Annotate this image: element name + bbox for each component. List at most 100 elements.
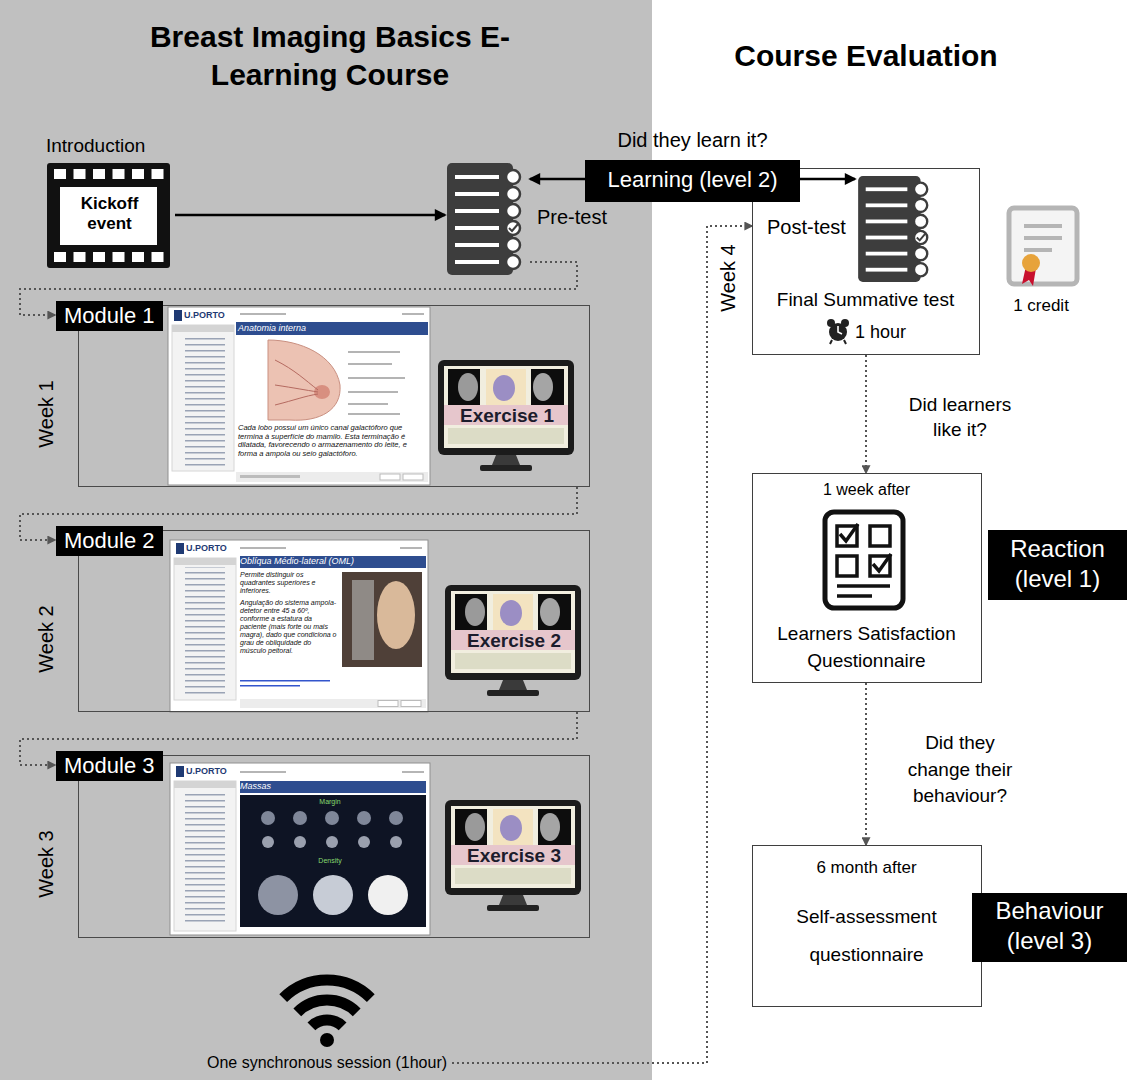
node-text: 1 week after: [753, 480, 980, 499]
node-text: 6 month after: [753, 858, 980, 878]
panel-title: Breast Imaging Basics E-Learning Course: [126, 18, 534, 93]
screen-title: Massas: [240, 781, 426, 792]
module-screenshot: [170, 763, 430, 935]
level-text: Reaction (level 1): [992, 534, 1123, 594]
exercise-monitor-icon: [445, 800, 581, 911]
text-slot: Pre-test: [537, 205, 607, 229]
text-slot: Angulação do sistema ampola-detetor entr…: [240, 599, 338, 655]
arrow-connector: [530, 178, 585, 181]
module-screenshot: [168, 307, 430, 485]
film-icon: [93, 252, 105, 262]
text-slot: 1 week after: [753, 480, 980, 499]
film-icon: [93, 169, 105, 179]
clock-icon: [830, 340, 846, 344]
film-icon: [132, 169, 144, 179]
arrow-connector: [175, 214, 445, 217]
module-screenshot: [176, 543, 184, 554]
level-badge: Reaction (level 1): [988, 530, 1127, 600]
level-text: Behaviour (level 3): [976, 896, 1123, 956]
credit-label: 1 credit: [995, 296, 1087, 316]
text-slot: Module 1: [56, 301, 163, 331]
wifi-icon: [311, 1020, 342, 1026]
level-text: Learning (level 2): [585, 163, 800, 197]
certificate-icon: [1024, 248, 1052, 252]
clock-icon: [827, 319, 849, 344]
text-slot: Week 1: [34, 380, 58, 447]
module-screenshot: [378, 701, 398, 707]
exercise-monitor: Exercise 3: [446, 801, 582, 913]
module-screenshot: [358, 836, 370, 848]
certificate-icon: [1009, 208, 1077, 286]
module-screenshot: [294, 836, 306, 848]
panel-ground: [0, 0, 652, 1080]
module-screenshot: [176, 766, 184, 777]
module-screenshot: [348, 352, 405, 414]
screen-text: Angulação do sistema ampola-detetor entr…: [240, 599, 338, 655]
week-label: Week 4: [716, 244, 740, 311]
logo-text: U.PORTO: [186, 766, 227, 777]
text-slot: Did learners like it?: [895, 393, 1025, 442]
module-screenshot: [240, 685, 300, 687]
node-text: 1 hour: [855, 322, 906, 344]
text-slot: Week 2: [34, 605, 58, 672]
node-heading: Introduction: [46, 135, 145, 158]
panel-ground: [0, 0, 652, 1080]
questionnaire-icon: [825, 512, 903, 608]
module-screenshot: [173, 334, 233, 466]
text-slot: Course Evaluation: [680, 38, 1052, 74]
text-slot: Permite distinguir os quadrantes superio…: [240, 571, 338, 595]
module-screenshot: [377, 581, 415, 649]
film-icon: [74, 252, 86, 262]
module-screenshot: [170, 763, 430, 935]
module-screenshot: [401, 701, 421, 707]
text-slot: 1 hour: [855, 322, 906, 344]
module-screenshot: [342, 572, 422, 667]
section-title: Course Evaluation: [680, 38, 1052, 74]
screen-text: Cada lobo possui um único canal galactóf…: [238, 424, 426, 459]
module-screenshot: [168, 307, 430, 485]
module-screenshot: [313, 875, 353, 915]
text-slot: Introduction: [46, 135, 145, 158]
module-screenshot: [240, 699, 426, 708]
node-text: One synchronous session (1hour): [202, 1053, 452, 1072]
node-text: Learners Satisfaction Questionnaire: [763, 621, 970, 674]
certificate-icon: [1024, 236, 1062, 240]
module-screenshot: [174, 781, 236, 788]
week-label: Week 3: [34, 830, 58, 897]
module-screenshot: [357, 811, 371, 825]
module-screenshot: [236, 322, 428, 335]
edge-label: Did learners like it?: [895, 393, 1025, 442]
text-slot: Density: [300, 856, 360, 865]
node-heading: Post-test: [767, 215, 846, 239]
film-icon: [74, 169, 86, 179]
text-slot: Learning (level 2): [585, 163, 800, 197]
module-tab: Module 2: [56, 526, 163, 556]
node-text: Final Summative test: [753, 289, 978, 312]
questionnaire-icon: [825, 512, 903, 608]
logo-text: U.PORTO: [186, 543, 227, 554]
text-slot: One synchronous session (1hour): [202, 1053, 452, 1072]
text-slot: Oblíqua Médio-lateral (OML): [240, 556, 426, 567]
module-screenshot: [174, 558, 236, 700]
node-text: Self-assessment questionnaire: [763, 898, 970, 974]
text-slot: Cada lobo possui um único canal galactóf…: [238, 424, 426, 459]
film-icon: [47, 163, 170, 268]
dotted-connector: [865, 683, 867, 845]
evaluation-box: 6 month afterSelf-assessment questionnai…: [752, 845, 982, 1007]
module-screenshot: [352, 580, 374, 660]
text-slot: U.PORTO: [186, 766, 227, 777]
screen-text: Density: [300, 856, 360, 865]
film-icon: [47, 163, 170, 268]
module-screenshot: [275, 360, 318, 405]
module-screenshot: [170, 540, 428, 712]
module-screenshot: [380, 474, 400, 480]
exercise-monitor: Exercise 2: [446, 586, 582, 698]
module-screenshot: [400, 547, 422, 549]
questionnaire-icon: [837, 586, 890, 596]
questionnaire-icon: [837, 556, 857, 576]
module-screenshot: [261, 811, 275, 825]
text-slot: Exercise 2: [446, 631, 582, 651]
